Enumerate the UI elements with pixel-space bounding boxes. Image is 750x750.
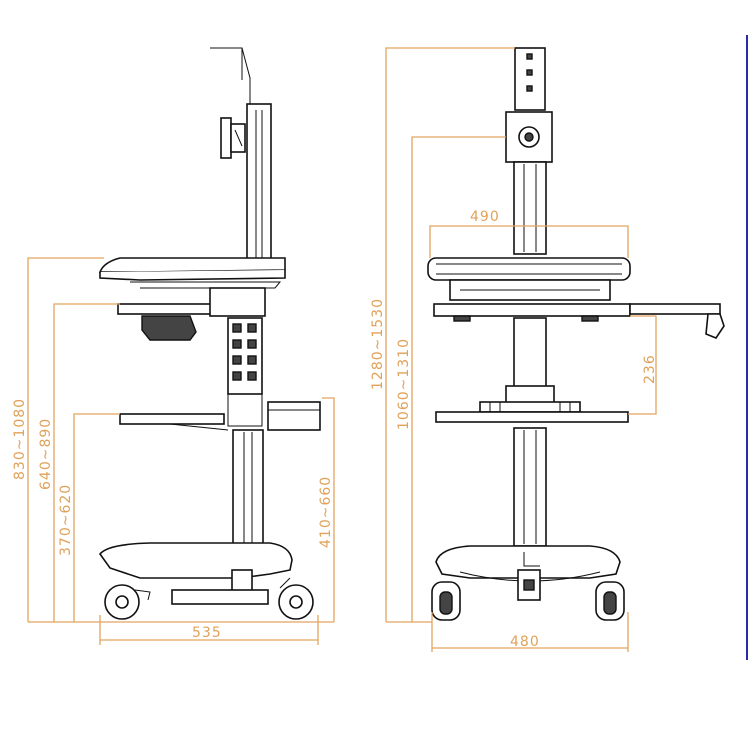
dim-basket-height: 410~660: [318, 476, 334, 548]
side-column: [232, 103, 272, 547]
side-basket: [267, 401, 321, 431]
front-base: [431, 545, 625, 621]
dim-overall-height: 830~1080: [12, 398, 28, 480]
side-power-strip: [227, 317, 263, 427]
side-work-surface: [98, 257, 286, 289]
front-column: [513, 161, 547, 547]
side-monitor-mount: [210, 47, 251, 159]
dim-monitor-center: 1060~1310: [396, 338, 412, 430]
front-dimensions: [385, 47, 657, 652]
side-lower-shelf: [119, 413, 229, 431]
dim-monitor-top: 1280~1530: [370, 298, 386, 390]
dim-shelf-gap: 236: [642, 354, 658, 384]
dim-base-depth: 535: [192, 625, 222, 641]
side-keyboard-shelf: [117, 287, 266, 341]
front-view: [385, 47, 725, 652]
front-keyboard-shelf: [433, 303, 725, 339]
front-lower-shelf: [435, 385, 629, 423]
dim-shelf-height: 370~620: [58, 484, 74, 556]
side-base: [98, 542, 314, 620]
side-dimensions: [27, 257, 335, 645]
dim-keyboard-height: 640~890: [38, 418, 54, 490]
dim-desk-width: 490: [470, 209, 500, 225]
front-monitor-mount: [505, 47, 553, 163]
front-work-surface: [427, 257, 631, 301]
side-view: [27, 47, 335, 645]
dim-base-width: 480: [510, 634, 540, 650]
